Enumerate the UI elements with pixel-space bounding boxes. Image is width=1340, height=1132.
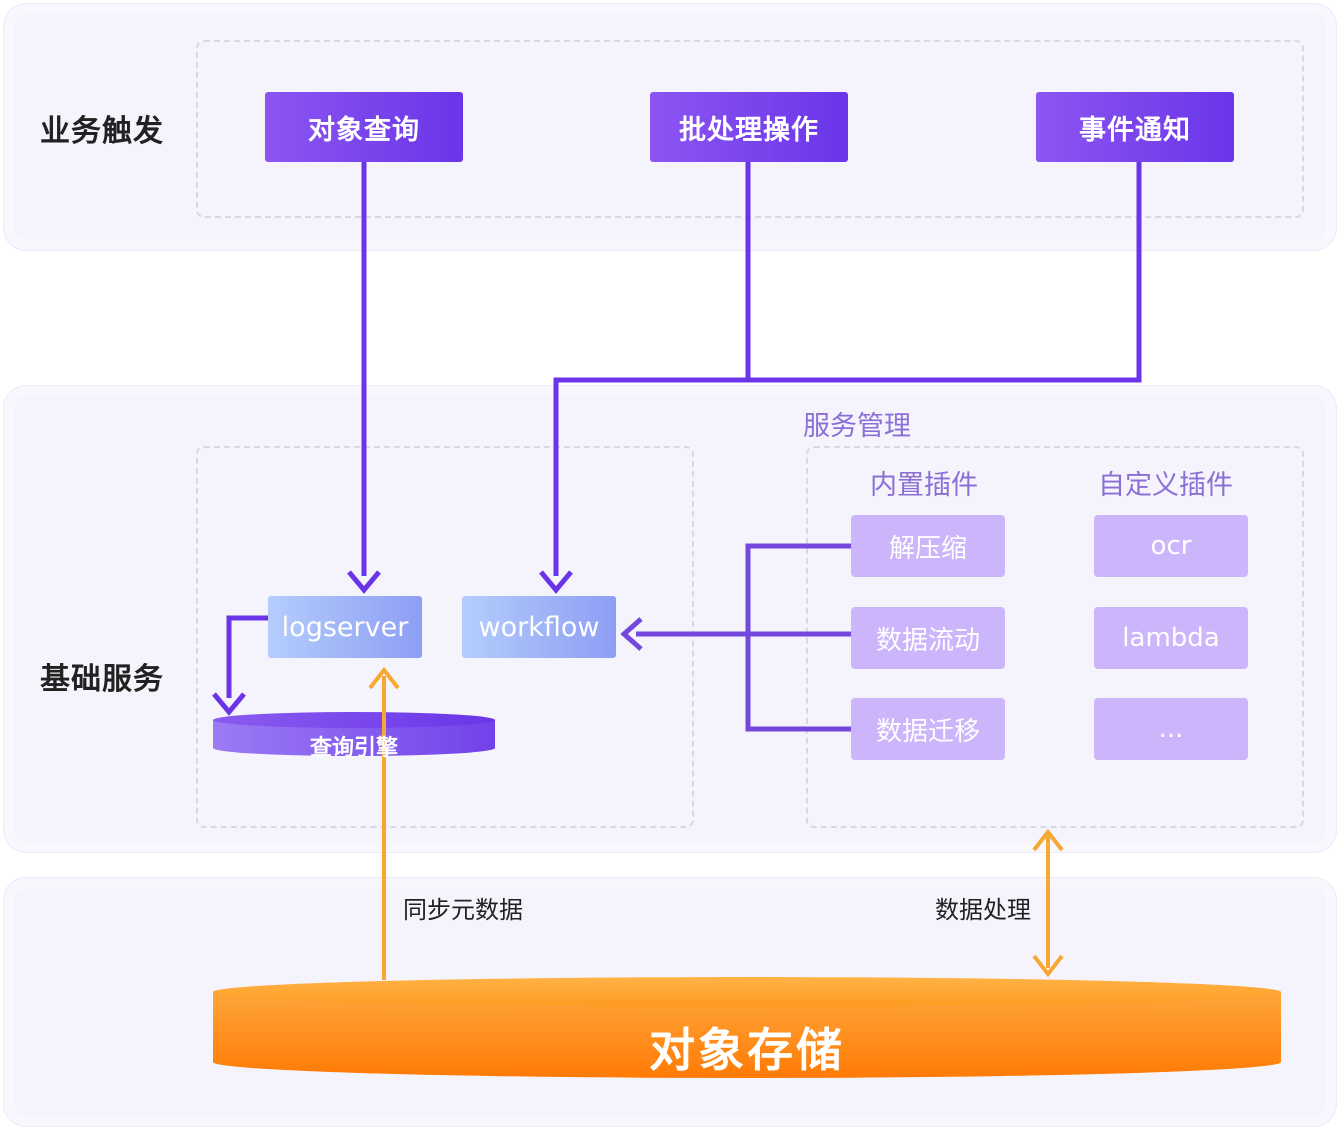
- plugin-ocr: ocr: [1094, 515, 1248, 577]
- object-query-box: 对象查询: [265, 92, 463, 162]
- custom-plugins-title: 自定义插件: [1098, 470, 1233, 501]
- object-storage-cylinder: [213, 977, 1281, 1078]
- data-processing-label: 数据处理: [935, 896, 1031, 924]
- arrow-triggers-to-workflow: [539, 162, 1142, 594]
- base-layer-label: 基础服务: [40, 662, 164, 697]
- service-mgmt-title: 服务管理: [803, 411, 911, 442]
- core-services-frame: [196, 446, 694, 828]
- event-notification-box: 事件通知: [1036, 92, 1234, 162]
- arrow-data-processing: [1032, 828, 1064, 978]
- workflow-box: workflow: [462, 596, 616, 658]
- query-engine-cylinder: [213, 712, 495, 756]
- arrow-sync-metadata: [368, 666, 400, 980]
- sync-metadata-label: 同步元数据: [403, 896, 523, 924]
- logserver-box: logserver: [268, 596, 422, 658]
- arrow-query-to-logserver: [347, 162, 381, 594]
- plugin-data-migration: 数据迁移: [851, 698, 1005, 760]
- plugin-lambda: lambda: [1094, 607, 1248, 669]
- arrow-plugins-to-workflow: [620, 543, 851, 732]
- builtin-plugins-title: 内置插件: [870, 470, 978, 501]
- plugin-data-flow: 数据流动: [851, 607, 1005, 669]
- business-layer-label: 业务触发: [40, 114, 164, 149]
- batch-operation-box: 批处理操作: [650, 92, 848, 162]
- plugin-decompress: 解压缩: [851, 515, 1005, 577]
- plugin-more: ...: [1094, 698, 1248, 760]
- service-mgmt-frame: [806, 446, 1304, 828]
- object-storage-label: 对象存储: [649, 1023, 845, 1077]
- query-engine-label: 查询引擎: [309, 736, 398, 761]
- arrow-logserver-to-engine: [212, 615, 268, 716]
